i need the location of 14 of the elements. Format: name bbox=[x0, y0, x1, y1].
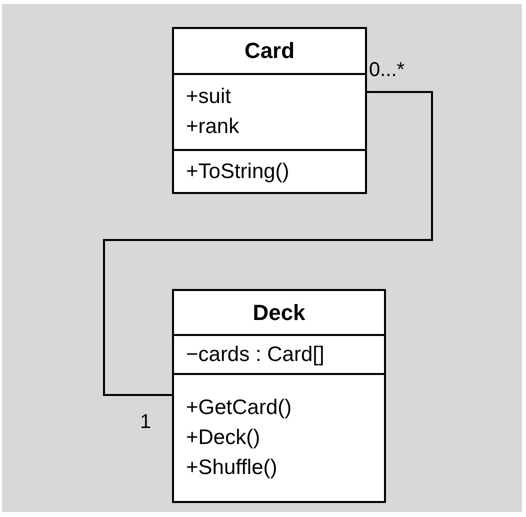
class-attribute: +suit bbox=[186, 84, 232, 110]
class-name: Deck bbox=[252, 300, 306, 326]
multiplicity-label: 0...* bbox=[369, 58, 405, 82]
class-name: Card bbox=[243, 38, 296, 64]
class-method: +Shuffle() bbox=[186, 455, 278, 482]
multiplicity-label: 1 bbox=[140, 410, 152, 434]
class-method: +ToString() bbox=[186, 158, 290, 185]
class-box bbox=[172, 27, 367, 194]
class-method: +GetCard() bbox=[186, 395, 293, 422]
class-box bbox=[172, 289, 386, 503]
class-attribute: −cards : Card[] bbox=[186, 342, 326, 368]
class-attribute: +rank bbox=[186, 114, 240, 140]
class-method: +Deck() bbox=[186, 425, 262, 452]
association-line bbox=[103, 91, 433, 396]
